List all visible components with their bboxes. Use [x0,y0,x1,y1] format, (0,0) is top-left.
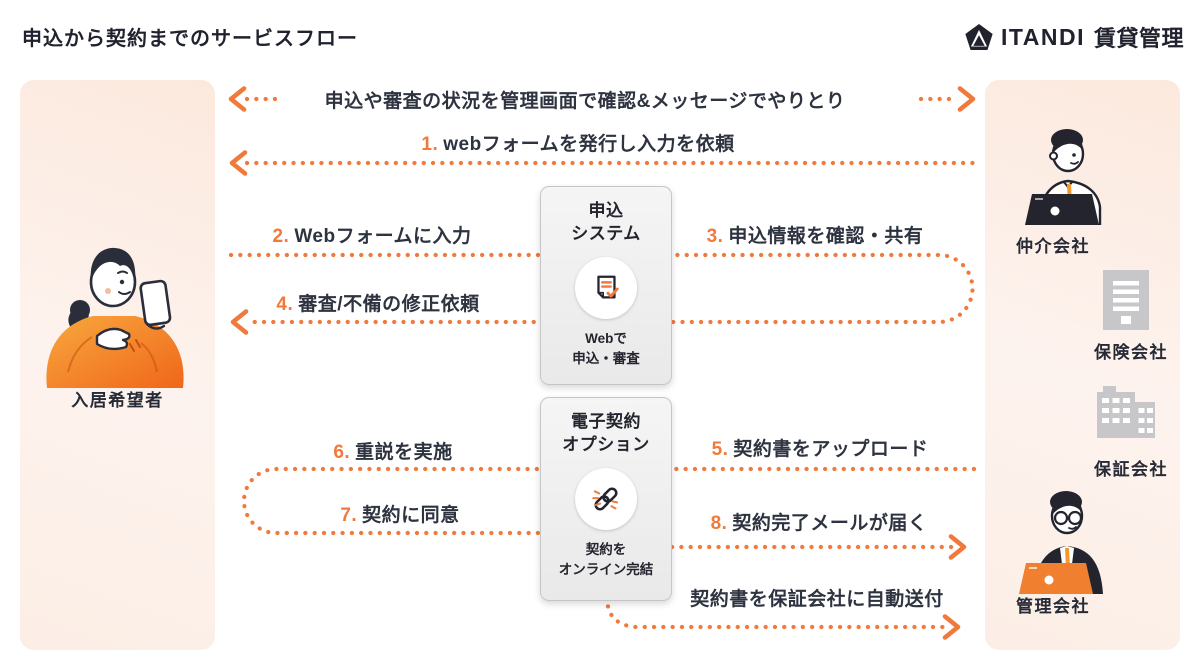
econtract-caption: 契約を オンライン完結 [558,541,654,578]
logo-product-text: 賃貸管理 [1093,26,1184,51]
flow-step-8: 8.契約完了メールが届く [710,513,928,534]
itandi-logo-icon [965,24,993,50]
insurance-building-icon [1103,270,1149,330]
broker-illustration [1025,129,1102,225]
applicant-label: 入居希望者 [71,391,164,410]
applicant-illustration [46,247,184,388]
flow-step-6: 6.重説を実施 [333,442,453,463]
panel-applicant: 入居希望者 [20,80,215,650]
document-check-icon [575,256,637,319]
flow-step-4: 4.審査/不備の修正依頼 [276,294,480,315]
page-title: 申込から契約までのサービスフロー [22,28,358,50]
flow-auto-send-label: 契約書を保証会社に自動送付 [690,589,944,610]
econtract-title: 電子契約 オプション [562,412,650,454]
system-box-econtract: 電子契約 オプション 契約を オンライン完結 [540,397,672,601]
system-box-application: 申込 システム Webで 申込・審査 [540,186,672,385]
panel-companies: 仲介会社 保険会社 保証会社 [985,80,1180,650]
flow-step-3: 3.申込情報を確認・共有 [706,226,924,247]
flow-step-7: 7.契約に同意 [340,505,460,526]
flow-step-5: 5.契約書をアップロード [711,439,929,460]
itandi-logo: ITANDI 賃貸管理 [964,21,1184,53]
management-label: 管理会社 [1016,597,1090,616]
flow-exchange-label: 申込や審査の状況を管理画面で確認&メッセージでやりとり [324,91,846,112]
logo-brand-text: ITANDI [1001,23,1085,50]
flow-step-2: 2.Webフォームに入力 [272,226,472,247]
broker-label: 仲介会社 [1016,237,1090,256]
guarantee-label: 保証会社 [1094,460,1168,479]
management-illustration [1019,491,1103,594]
flow-step-1: 1.webフォームを発行し入力を依頼 [421,134,735,155]
guarantee-building-icon [1097,386,1155,438]
insurance-label: 保険会社 [1094,343,1168,362]
application-system-title: 申込 システム [571,201,641,243]
link-icon [575,467,637,530]
application-system-caption: Webで 申込・審査 [572,330,640,367]
